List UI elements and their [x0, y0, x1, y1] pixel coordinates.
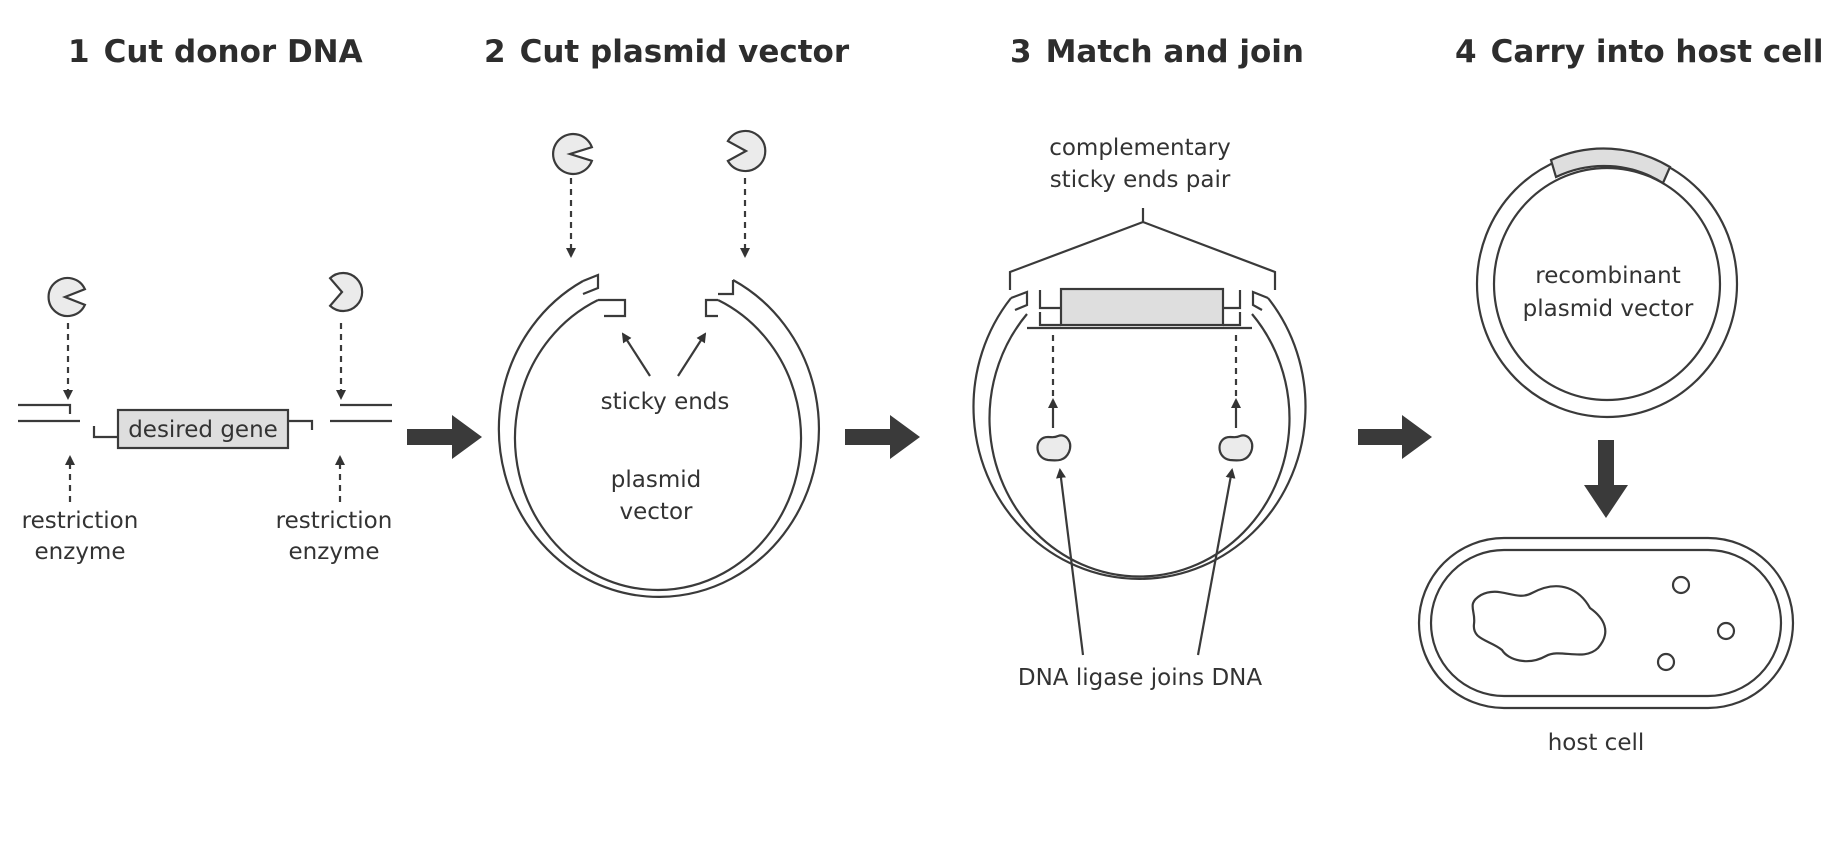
- arrow-step-1-to-2: [407, 415, 482, 459]
- arrow-step-3-to-4: [1358, 415, 1432, 459]
- sticky-ends-pointer-left: [621, 332, 651, 377]
- plasmid-vector-label-line2: vector: [620, 499, 693, 525]
- dna-ligase-icon-left: [1036, 434, 1072, 462]
- step-titles: 1 Cut donor DNA 2 Cut plasmid vector 3 Matc…: [0, 0, 1823, 120]
- step-arrows: [407, 415, 1628, 518]
- complementary-bracket: [1008, 208, 1277, 290]
- ligase-label-pointer-left: [1056, 468, 1085, 656]
- restriction-enzyme-icon-right: [726, 129, 767, 173]
- restriction-enzyme-icon-right: [328, 271, 364, 313]
- restriction-enzyme-label-right-line2: enzyme: [289, 539, 380, 565]
- panel-1-cut-donor-dna: [18, 271, 392, 502]
- sticky-end-right: [704, 280, 735, 318]
- step-2-title: 2 Cut plasmid vector: [484, 34, 849, 70]
- host-cell-nucleoid: [1471, 585, 1607, 663]
- step-3-title-text: Match and join: [1045, 34, 1304, 70]
- sticky-end-left: [582, 273, 627, 318]
- restriction-enzyme-label-right-line1: restriction: [276, 508, 393, 534]
- sticky-ends-pointer-right: [677, 332, 707, 377]
- restriction-enzyme-label-left-line1: restriction: [22, 508, 139, 534]
- desired-gene-box: [116, 408, 290, 450]
- plasmid-vector-label-line1: plasmid: [611, 467, 701, 493]
- step-4-number: 4: [1455, 34, 1477, 70]
- joined-plasmid-outer: [972, 297, 1307, 580]
- opened-plasmid-inner: [513, 299, 803, 591]
- recombinant-label-line2: plasmid vector: [1523, 296, 1694, 322]
- arrow-step-2-to-3: [845, 415, 920, 459]
- host-cell-granule-1: [1671, 575, 1691, 595]
- restriction-enzyme-icon-left: [47, 276, 87, 318]
- step-4-title-text: Carry into host cell: [1490, 34, 1823, 70]
- step-4-title: 4 Carry into host cell: [1455, 34, 1823, 70]
- dna-ligase-icon-right: [1218, 434, 1254, 462]
- restriction-enzyme-label-left-line2: enzyme: [35, 539, 126, 565]
- step-2-title-text: Cut plasmid vector: [519, 34, 850, 70]
- step-1-title-text: Cut donor DNA: [103, 34, 363, 70]
- recombinant-gene-segment: [1549, 147, 1672, 185]
- host-cell-label: host cell: [1548, 730, 1645, 756]
- panel-2-cut-plasmid: [497, 129, 820, 598]
- step-3-number: 3: [1010, 34, 1032, 70]
- panel-4-host-cell: [1417, 147, 1795, 710]
- opened-plasmid-outer: [497, 279, 820, 598]
- dna-ligase-label: DNA ligase joins DNA: [1018, 665, 1263, 691]
- inserted-gene: [1059, 287, 1225, 327]
- complementary-label-line1: complementary: [1049, 135, 1231, 161]
- arrow-step-4-down: [1584, 440, 1628, 518]
- host-cell-granule-2: [1716, 621, 1736, 641]
- panel-3-match-and-join: [972, 208, 1307, 656]
- donor-dna-left-end: [18, 403, 80, 423]
- gene-fragment-strands: [92, 419, 314, 439]
- host-cell-inner: [1429, 548, 1783, 698]
- insert-sticky-end-left: [1010, 290, 1061, 327]
- step-1-number: 1: [68, 34, 90, 70]
- donor-dna-right-end: [330, 403, 392, 423]
- step-3-title: 3 Match and join: [1010, 34, 1304, 70]
- recombinant-label-line1: recombinant: [1535, 263, 1680, 289]
- sticky-ends-label: sticky ends: [601, 389, 730, 415]
- complementary-label-line2: sticky ends pair: [1050, 167, 1231, 193]
- recombinant-plasmid-inner: [1492, 166, 1722, 402]
- joined-plasmid-inner: [988, 313, 1291, 578]
- host-cell-outer: [1417, 536, 1795, 710]
- step-2-number: 2: [484, 34, 506, 70]
- insert-sticky-end-right: [1223, 290, 1269, 327]
- ligase-label-pointer-right: [1196, 468, 1236, 656]
- step-1-title: 1 Cut donor DNA: [68, 34, 363, 70]
- restriction-enzyme-icon-left: [551, 132, 594, 176]
- host-cell-granule-3: [1656, 652, 1676, 672]
- desired-gene-label: desired gene: [128, 417, 278, 443]
